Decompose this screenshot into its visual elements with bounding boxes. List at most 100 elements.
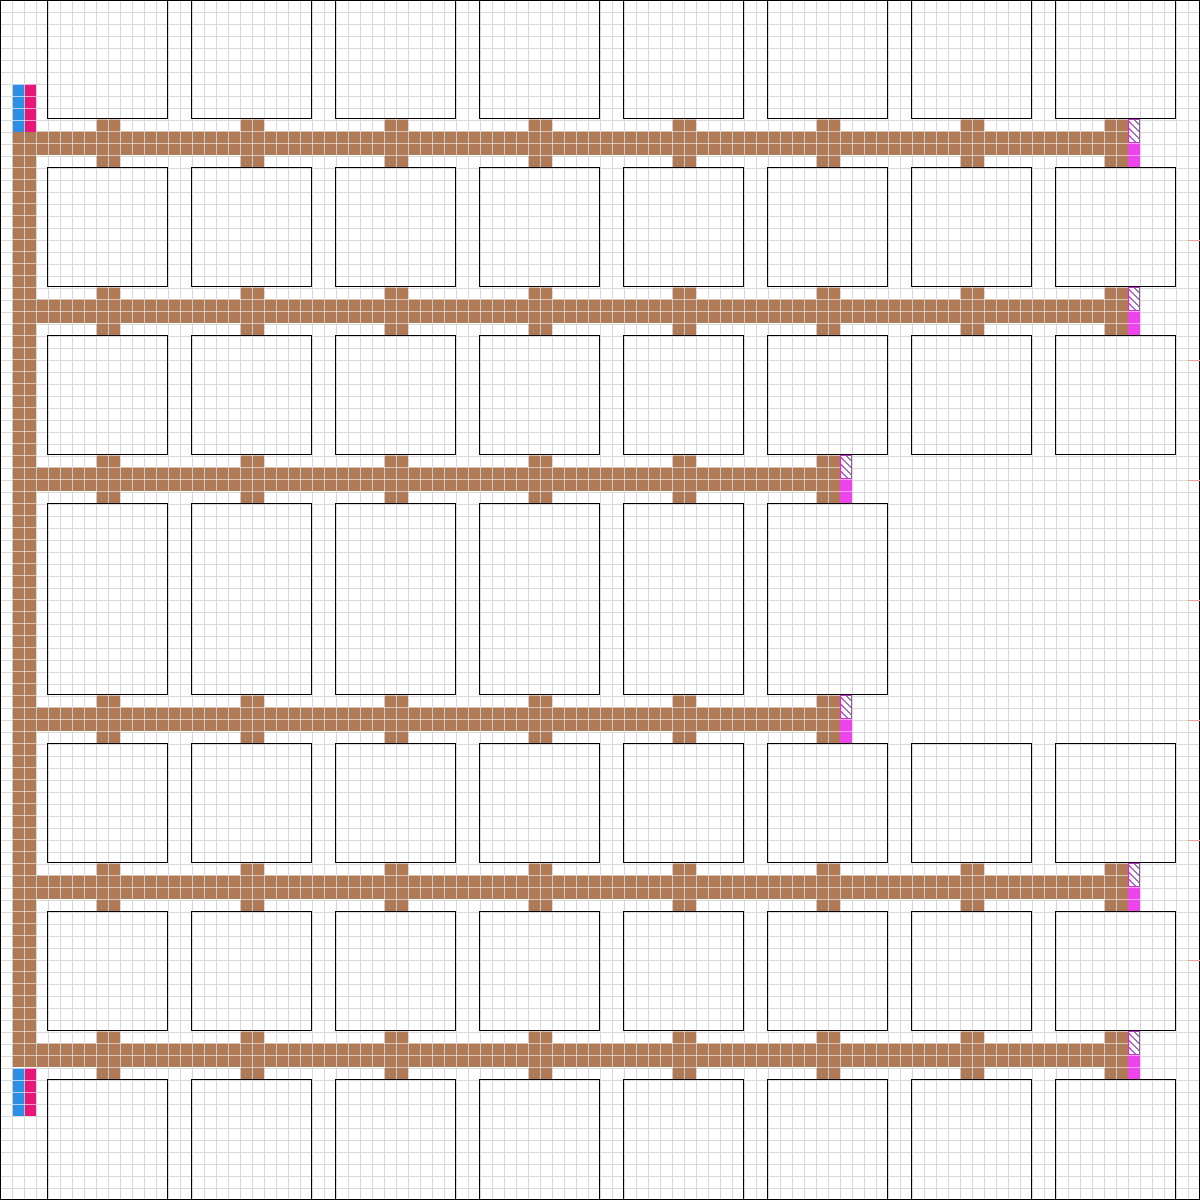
room-block[interactable] <box>479 911 600 1031</box>
room-block[interactable] <box>911 911 1032 1031</box>
corridor[interactable] <box>36 707 840 731</box>
room-block[interactable] <box>1055 335 1176 455</box>
room-block[interactable] <box>623 167 744 287</box>
room-block[interactable] <box>1055 167 1176 287</box>
room-block[interactable] <box>767 1079 888 1200</box>
room-block[interactable] <box>479 0 600 119</box>
room-block[interactable] <box>47 0 168 119</box>
corridor-connector <box>384 287 408 335</box>
room-block[interactable] <box>47 1079 168 1200</box>
corridor-end-cap <box>840 479 852 503</box>
corridor-connector <box>240 455 264 503</box>
room-block[interactable] <box>335 911 456 1031</box>
room-block[interactable] <box>911 335 1032 455</box>
corridor-connector <box>672 695 696 743</box>
room-block[interactable] <box>1055 911 1176 1031</box>
corridor-connector <box>384 455 408 503</box>
room-block[interactable] <box>767 335 888 455</box>
corridor[interactable] <box>36 875 1128 899</box>
room-block[interactable] <box>623 503 744 695</box>
room-block[interactable] <box>191 503 312 695</box>
room-block[interactable] <box>335 0 456 119</box>
room-block[interactable] <box>623 335 744 455</box>
corridor-connector <box>384 695 408 743</box>
room-block[interactable] <box>1055 0 1176 119</box>
room-block[interactable] <box>479 503 600 695</box>
corridor-connector <box>240 287 264 335</box>
room-block[interactable] <box>479 167 600 287</box>
corridor-connector <box>96 1031 120 1079</box>
marker-top-left-pink[interactable] <box>24 84 36 132</box>
corridor-connector <box>960 119 984 167</box>
corridor[interactable] <box>36 299 1128 323</box>
marker-bottom-left-blue[interactable] <box>12 1068 24 1116</box>
corridor-end-hatch <box>1128 1031 1140 1055</box>
corridor-connector <box>816 119 840 167</box>
room-block[interactable] <box>191 0 312 119</box>
room-block[interactable] <box>191 911 312 1031</box>
corridor[interactable] <box>36 1043 1128 1067</box>
marker-top-left-blue[interactable] <box>12 84 24 132</box>
corridor-end-cap <box>1128 143 1140 167</box>
edge-tick <box>1188 480 1200 481</box>
room-block[interactable] <box>767 167 888 287</box>
room-block[interactable] <box>767 743 888 863</box>
room-block[interactable] <box>1055 743 1176 863</box>
corridor-end-hatch <box>840 695 852 719</box>
room-block[interactable] <box>767 503 888 695</box>
corridor[interactable] <box>36 467 840 491</box>
room-block[interactable] <box>335 167 456 287</box>
marker-bottom-left-pink[interactable] <box>24 1068 36 1116</box>
room-block[interactable] <box>911 167 1032 287</box>
corridor-connector <box>240 863 264 911</box>
room-block[interactable] <box>335 1079 456 1200</box>
edge-tick <box>1188 360 1200 361</box>
room-block[interactable] <box>623 743 744 863</box>
corridor-connector <box>1104 863 1128 911</box>
room-block[interactable] <box>191 335 312 455</box>
corridor-connector <box>672 455 696 503</box>
corridor-end-hatch <box>1128 119 1140 143</box>
corridor-connector <box>672 287 696 335</box>
corridor-connector <box>816 695 840 743</box>
room-block[interactable] <box>335 743 456 863</box>
room-block[interactable] <box>479 1079 600 1200</box>
corridor-connector <box>672 119 696 167</box>
corridor-connector <box>96 119 120 167</box>
room-block[interactable] <box>767 0 888 119</box>
edge-tick <box>1188 720 1200 721</box>
corridor-connector <box>384 119 408 167</box>
corridor-connector <box>528 863 552 911</box>
room-block[interactable] <box>47 743 168 863</box>
room-block[interactable] <box>479 335 600 455</box>
room-block[interactable] <box>623 1079 744 1200</box>
room-block[interactable] <box>191 167 312 287</box>
corridor-end-cap <box>840 719 852 743</box>
room-block[interactable] <box>1055 1079 1176 1200</box>
room-block[interactable] <box>335 503 456 695</box>
corridor-connector <box>1104 1031 1128 1079</box>
corridor[interactable] <box>36 131 1128 155</box>
room-block[interactable] <box>47 167 168 287</box>
room-block[interactable] <box>911 0 1032 119</box>
corridor-connector <box>1104 287 1128 335</box>
corridor-connector <box>528 455 552 503</box>
room-block[interactable] <box>47 335 168 455</box>
room-block[interactable] <box>623 0 744 119</box>
room-block[interactable] <box>191 743 312 863</box>
room-block[interactable] <box>335 335 456 455</box>
edge-tick <box>1188 240 1200 241</box>
corridor-spine[interactable] <box>12 131 36 1067</box>
room-block[interactable] <box>767 911 888 1031</box>
corridor-connector <box>672 1031 696 1079</box>
room-block[interactable] <box>191 1079 312 1200</box>
room-block[interactable] <box>911 743 1032 863</box>
corridor-connector <box>96 287 120 335</box>
room-block[interactable] <box>47 911 168 1031</box>
room-block[interactable] <box>479 743 600 863</box>
room-block[interactable] <box>47 503 168 695</box>
room-block[interactable] <box>911 1079 1032 1200</box>
room-block[interactable] <box>623 911 744 1031</box>
corridor-end-hatch <box>840 455 852 479</box>
